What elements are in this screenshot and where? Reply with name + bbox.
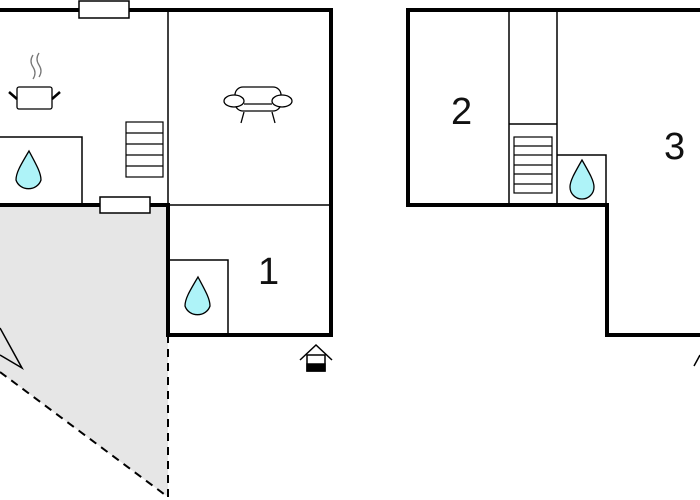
entrance-icon [299, 343, 333, 372]
cooking-pot-icon [8, 52, 61, 110]
north-arrow-icon [0, 327, 24, 371]
room-1-label: 1 [258, 251, 279, 293]
window [78, 0, 130, 19]
window [99, 196, 151, 214]
room-3-label: 3 [664, 126, 685, 168]
water-drop-icon [15, 149, 42, 190]
terrace-dashed-edge [0, 371, 169, 498]
water-drop-icon [569, 158, 595, 200]
upper-floor-walls [406, 8, 700, 337]
stairs-icon [513, 136, 553, 194]
sofa-icon [223, 86, 293, 124]
north-arrow-icon [693, 354, 700, 367]
room-2-label: 2 [451, 91, 472, 133]
water-drop-icon [184, 275, 211, 316]
terrace-area [0, 205, 168, 497]
stairs-icon [125, 121, 164, 178]
